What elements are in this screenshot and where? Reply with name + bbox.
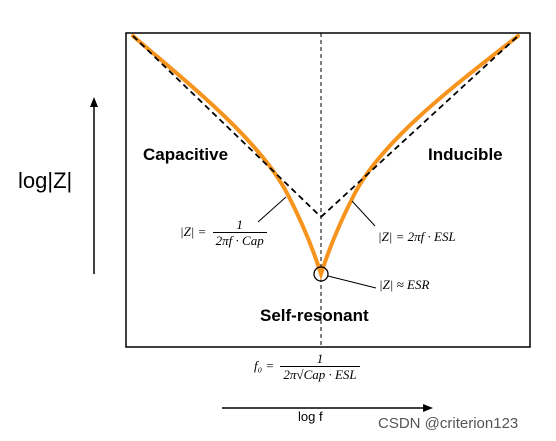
capacitive-eq-denominator: 2πf · Cap — [212, 232, 267, 248]
leader-resonant — [327, 275, 377, 289]
capacitive-asymptote — [132, 35, 322, 218]
self-resonant-label: Self-resonant — [260, 306, 369, 325]
x-axis-arrowhead — [423, 404, 433, 412]
y-axis-arrowhead — [90, 97, 98, 107]
capacitive-eq-lhs: |Z| = — [180, 223, 207, 239]
f0-eq-den-prefix: 2π — [283, 367, 297, 382]
inductive-equation: |Z| = 2πf · ESL — [378, 229, 456, 244]
capacitive-eq-numerator: 1 — [236, 217, 243, 232]
impedance-curve — [131, 34, 520, 281]
f0-eq-lhs: f₀ = — [254, 357, 275, 373]
inductive-asymptote — [320, 35, 519, 218]
f0-eq-den-sqrt: Cap · ESL — [303, 366, 357, 382]
x-axis-label: log f — [298, 409, 323, 424]
y-axis-label: log|Z| — [18, 168, 73, 193]
leader-inductive — [351, 200, 376, 227]
capacitive-label: Capacitive — [143, 145, 229, 164]
inductive-label: Inducible — [428, 145, 503, 164]
plot-frame — [125, 32, 531, 348]
f0-eq-numerator: 1 — [316, 351, 324, 366]
leader-capacitive — [257, 196, 287, 223]
f0-eq-denominator: 2π√Cap · ESL — [280, 366, 360, 382]
resonant-frequency-equation: f₀ = 1 2π√Cap · ESL — [254, 352, 360, 382]
capacitive-equation: |Z| = 1 2πf · Cap — [180, 218, 267, 248]
watermark: CSDN @criterion123 — [378, 415, 519, 432]
resonance-point — [313, 266, 329, 282]
resonant-equation: |Z| ≈ ESR — [379, 277, 430, 292]
